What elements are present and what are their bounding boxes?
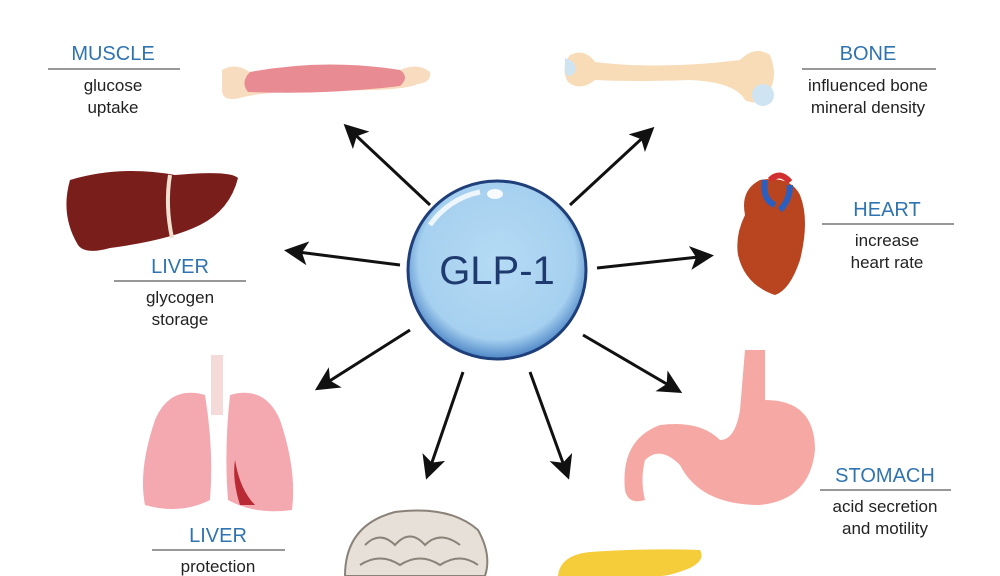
arrow-muscle <box>343 123 432 207</box>
glp1-label: GLP-1 <box>439 249 555 293</box>
label-bone: BONE influenced bone mineral density <box>802 43 936 117</box>
organ-title: BONE <box>840 43 897 65</box>
organ-desc: acid secretion <box>833 497 938 516</box>
heart-icon <box>737 172 805 295</box>
arrow-lungs <box>314 328 411 391</box>
glp1-circle: GLP-1 <box>406 179 588 361</box>
organ-desc: protection <box>181 557 256 576</box>
organ-desc: glycogen <box>146 288 214 307</box>
label-stomach: STOMACH acid secretion and motility <box>820 465 951 538</box>
label-muscle: MUSCLE glucose uptake <box>48 43 180 117</box>
organ-title: HEART <box>853 199 920 221</box>
organ-desc: storage <box>152 310 209 329</box>
lungs-icon <box>142 355 294 512</box>
arrows <box>284 123 714 480</box>
organ-desc: increase <box>855 231 919 250</box>
arrow-liver <box>284 241 401 267</box>
arrow-pancreas <box>528 371 573 480</box>
stomach-icon <box>624 350 815 505</box>
muscle-icon <box>222 64 431 99</box>
bone-icon <box>564 51 774 106</box>
liver-icon <box>66 171 238 251</box>
organ-desc: glucose <box>84 76 143 95</box>
arrow-stomach <box>582 333 683 394</box>
arrow-bone <box>568 126 655 207</box>
pancreas-icon <box>558 549 702 576</box>
arrow-brain <box>422 371 465 480</box>
label-liver: LIVER glycogen storage <box>114 256 246 329</box>
organ-title: LIVER <box>189 525 247 547</box>
label-heart: HEART increase heart rate <box>822 199 954 272</box>
organ-desc: and motility <box>842 519 928 538</box>
label-lungs: LIVER protection <box>152 525 285 576</box>
organ-desc: mineral density <box>811 98 926 117</box>
arrow-heart <box>596 246 714 270</box>
organ-title: MUSCLE <box>71 43 154 65</box>
organ-desc: uptake <box>87 98 138 117</box>
organ-desc: heart rate <box>851 253 924 272</box>
organ-title: STOMACH <box>835 465 935 487</box>
organ-title: LIVER <box>151 256 209 278</box>
brain-icon <box>343 509 489 576</box>
organ-desc: influenced bone <box>808 76 928 95</box>
